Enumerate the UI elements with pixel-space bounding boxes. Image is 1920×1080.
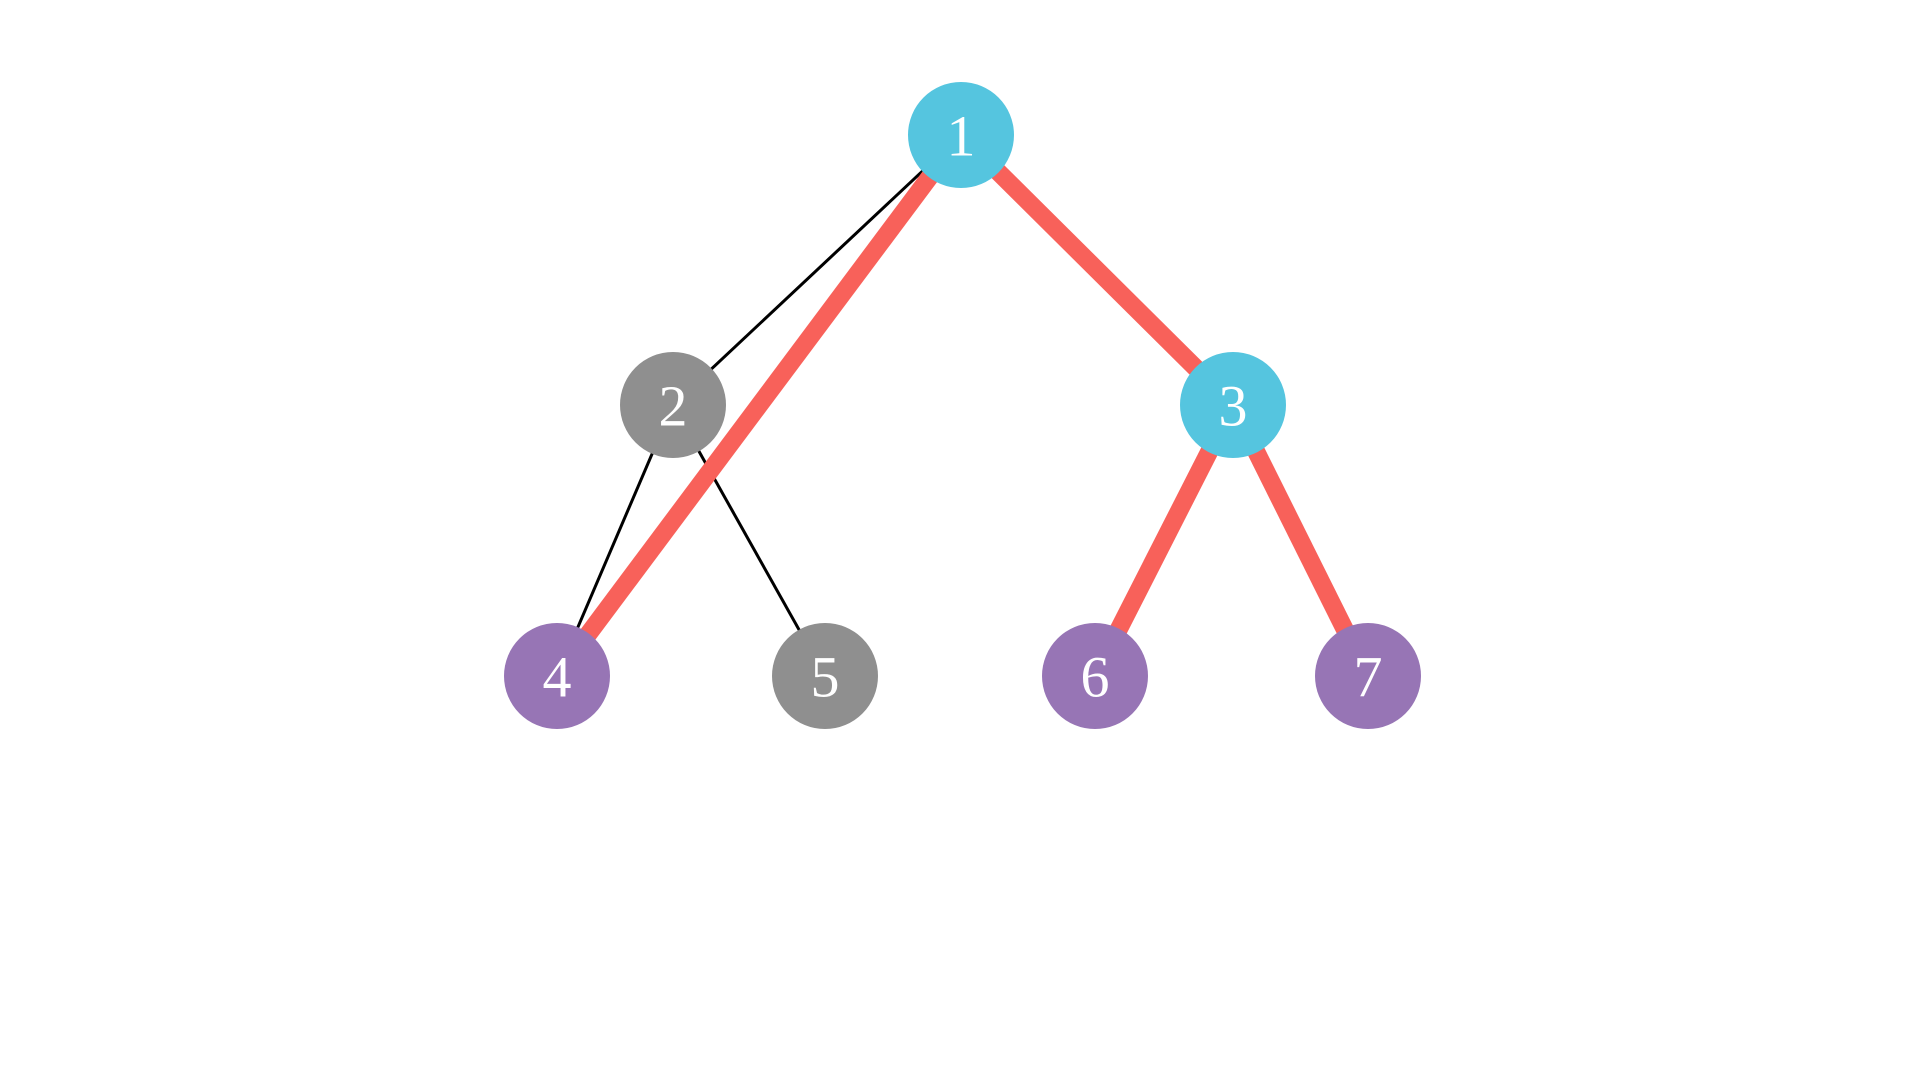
node-2[interactable]: 2: [620, 352, 726, 458]
node-label-3: 3: [1219, 374, 1248, 439]
node-circle-5[interactable]: [772, 623, 878, 729]
node-layer: 1 2 3 4 5 6 7: [504, 82, 1421, 729]
node-7[interactable]: 7: [1315, 623, 1421, 729]
node-3[interactable]: 3: [1180, 352, 1286, 458]
edge-1-2: [671, 133, 963, 407]
node-circle-1[interactable]: [908, 82, 1014, 188]
node-label-7: 7: [1354, 645, 1383, 710]
node-6[interactable]: 6: [1042, 623, 1148, 729]
node-label-4: 4: [543, 645, 572, 710]
node-label-5: 5: [811, 645, 840, 710]
edge-1-4: [549, 129, 969, 682]
node-circle-6[interactable]: [1042, 623, 1148, 729]
node-circle-4[interactable]: [504, 623, 610, 729]
node-circle-3[interactable]: [1180, 352, 1286, 458]
node-4[interactable]: 4: [504, 623, 610, 729]
node-label-6: 6: [1081, 645, 1110, 710]
node-5[interactable]: 5: [772, 623, 878, 729]
node-circle-7[interactable]: [1315, 623, 1421, 729]
edge-1-3: [954, 128, 1240, 412]
node-1[interactable]: 1: [908, 82, 1014, 188]
node-circle-2[interactable]: [620, 352, 726, 458]
node-label-2: 2: [659, 374, 688, 439]
node-label-1: 1: [947, 104, 976, 169]
